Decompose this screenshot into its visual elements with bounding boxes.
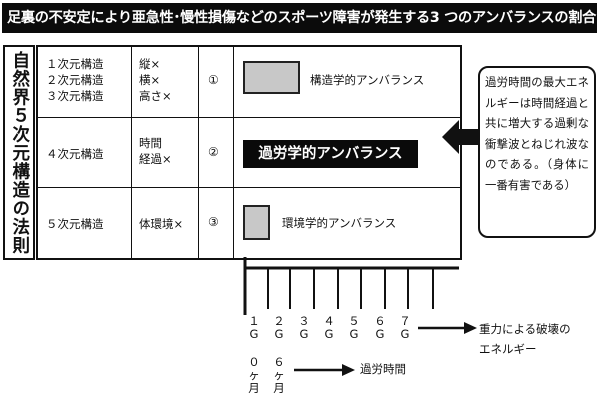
g-tick-label: ３ G <box>298 314 310 341</box>
right-arrow-icon <box>418 322 477 334</box>
environmental-imbalance-box <box>243 205 270 240</box>
page-title: 足裏の不安定により亜急性･慢性損傷などのスポーツ障害が発生する3 つのアンバラン… <box>2 3 597 33</box>
month-tick-label: ０ ヶ 月 <box>248 355 260 395</box>
structural-imbalance-label: 構造学的アンバランス <box>310 73 425 87</box>
energy-label: 重力による破壊の エネルギー <box>479 322 571 356</box>
left-heading-text: 自然界５次元構造の法則 <box>9 50 30 255</box>
time-label: 過労時間 <box>360 362 406 376</box>
column-divider <box>131 47 132 258</box>
number-cell: ① <box>208 73 219 87</box>
table-row: １次元構造 ２次元構造 ３次元構造 縦× 横× 高さ× ① 構造学的アンバランス <box>38 47 460 118</box>
factor-cell: 縦× 横× 高さ× <box>139 57 172 103</box>
g-tick-label: ４ G <box>323 314 335 341</box>
number-cell: ② <box>208 145 219 159</box>
factor-cell: 体環境× <box>139 217 184 231</box>
g-tick-label: ５ G <box>348 314 360 341</box>
right-arrow-icon <box>294 364 355 376</box>
column-divider <box>198 47 199 258</box>
g-tick-label: ６ G <box>374 314 386 341</box>
callout-box: 過労時間の最大エネルギーは時間経過と共に増大する過剰な衝撃波とねじれ波なのである… <box>478 66 596 238</box>
g-tick-label: １ G <box>248 314 260 341</box>
number-cell: ③ <box>208 215 219 229</box>
left-arrow-icon <box>442 120 480 154</box>
gravity-scale <box>243 257 459 315</box>
structural-imbalance-box <box>243 61 300 94</box>
dimension-cell: ４次元構造 <box>46 147 104 161</box>
month-tick-label: ６ ヶ 月 <box>273 355 285 395</box>
g-tick-label: ２ G <box>273 314 285 341</box>
factor-cell: 時間 経過× <box>139 136 172 166</box>
g-tick-label: ７ G <box>399 314 411 341</box>
dimension-cell: ５次元構造 <box>46 217 104 231</box>
table-row: ４次元構造 時間 経過× ② 過労学的アンバランス <box>38 117 460 188</box>
dimension-cell: １次元構造 ２次元構造 ３次元構造 <box>46 57 104 103</box>
dimension-table: １次元構造 ２次元構造 ３次元構造 縦× 横× 高さ× ① 構造学的アンバランス… <box>36 45 462 260</box>
left-vertical-heading: 自然界５次元構造の法則 <box>3 45 35 260</box>
table-row: ５次元構造 体環境× ③ 環境学的アンバランス <box>38 187 460 258</box>
fatigue-imbalance-box: 過労学的アンバランス <box>243 140 418 168</box>
column-divider <box>233 47 234 258</box>
environmental-imbalance-label: 環境学的アンバランス <box>282 216 397 230</box>
